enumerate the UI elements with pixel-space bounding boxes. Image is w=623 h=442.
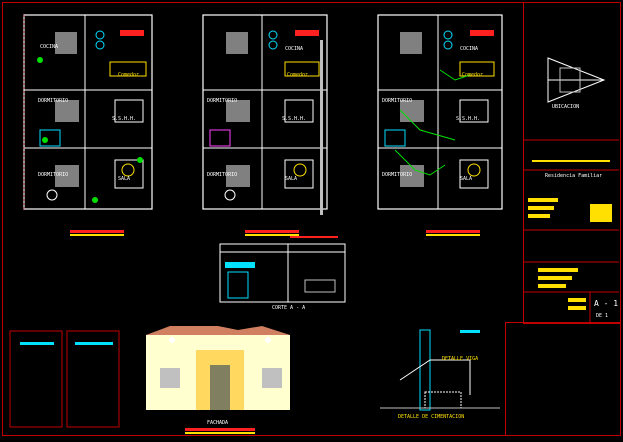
plan2-sala-label: SALA	[285, 176, 298, 182]
title-block	[523, 2, 621, 324]
plan2-kitchen-label: COCINA	[285, 46, 304, 52]
plan2-bedroom1-label: DORMITORIO	[207, 98, 238, 104]
plan2-servicio-label: S.S.H.H.	[282, 116, 307, 122]
plan3-bedroom1-label: DORMITORIO	[382, 98, 413, 104]
facade-elevation	[146, 326, 290, 434]
ubicacion-label: UBICACION	[552, 104, 580, 110]
plan1-dining-label: Comedor	[118, 72, 140, 78]
plan3-dining-label: Comedor	[462, 72, 484, 78]
detail-drawings	[380, 329, 500, 411]
plan3-bedroom2-label: DORMITORIO	[382, 172, 413, 178]
facade-title: FACHADA	[207, 420, 229, 426]
plan2-dining-label: Comedor	[287, 72, 309, 78]
project-name: Residencia Familiar	[545, 173, 603, 179]
plan1-bedroom1-label: DORMITORIO	[38, 98, 69, 104]
floor-plan-3	[377, 14, 503, 236]
plan3-servicio-label: S.S.H.H.	[456, 116, 481, 122]
plan3-sala-label: SALA	[460, 176, 473, 182]
north-arrow-icon	[547, 57, 606, 103]
plan1-sala-label: SALA	[118, 176, 131, 182]
plan3-kitchen-label: COCINA	[460, 46, 479, 52]
legend-boxes	[9, 330, 120, 428]
section-view	[219, 236, 346, 303]
section-title: CORTE A - A	[272, 305, 306, 311]
floor-plan-1	[23, 14, 153, 236]
sheet-of: DE 1	[596, 313, 609, 319]
sheet-number: A - 1	[594, 299, 619, 308]
plan2-bedroom2-label: DORMITORIO	[207, 172, 238, 178]
plan1-bedroom2-label: DORMITORIO	[38, 172, 69, 178]
floor-plan-2	[202, 14, 328, 236]
plan1-servicio-label: S.S.H.H.	[112, 116, 137, 122]
detail-title-1: DETALLE VIGA	[442, 356, 479, 362]
plan1-kitchen-label: COCINA	[40, 44, 59, 50]
detail-title-2: DETALLE DE CIMENTACION	[398, 414, 465, 420]
title-block-lower	[505, 322, 621, 436]
